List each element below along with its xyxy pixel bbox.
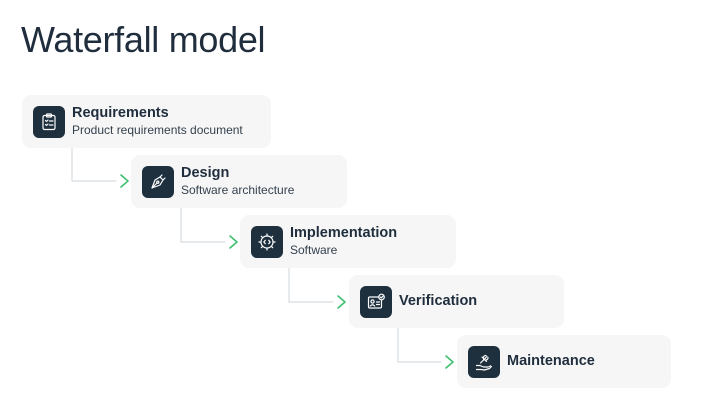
step-title: Verification	[399, 293, 478, 309]
connector-1	[71, 147, 129, 188]
page-title: Waterfall model	[21, 19, 266, 60]
connector-3	[288, 267, 346, 309]
step-subtitle: Software	[290, 243, 338, 257]
step-card-requirements: Requirements Product requirements docume…	[22, 95, 271, 148]
step-card-maintenance: Maintenance	[457, 335, 671, 388]
id-card-check-icon	[360, 285, 392, 318]
gear-code-icon	[251, 225, 283, 258]
step-card-design: Design Software architecture	[131, 155, 347, 208]
step-title: Requirements	[72, 105, 169, 121]
step-title: Design	[181, 165, 230, 181]
step-title: Implementation	[290, 225, 398, 241]
step-card-implementation: Implementation Software	[240, 215, 456, 268]
connector-4	[397, 327, 454, 369]
step-title: Maintenance	[507, 353, 595, 369]
connector-2	[180, 207, 238, 249]
clipboard-checklist-icon	[33, 105, 65, 138]
pen-nib-icon	[142, 165, 174, 198]
hand-wrench-icon	[468, 345, 500, 378]
step-card-verification: Verification	[349, 275, 564, 328]
step-subtitle: Software architecture	[181, 183, 295, 197]
step-subtitle: Product requirements document	[72, 123, 243, 137]
